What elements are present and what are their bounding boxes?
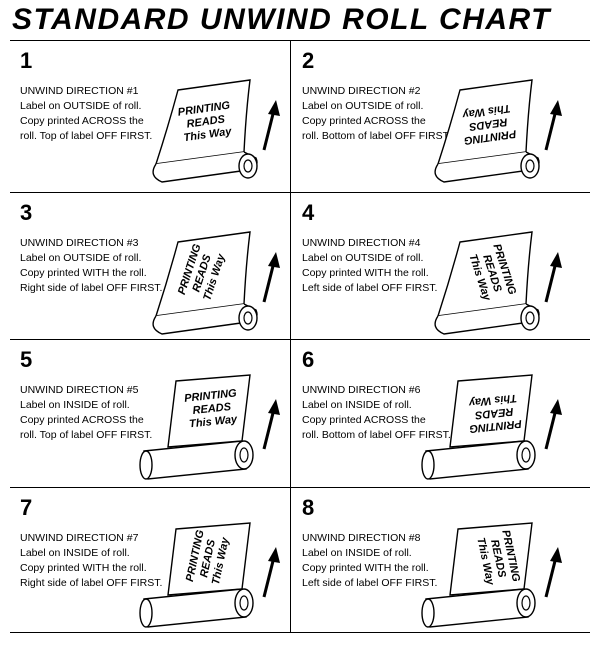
cell-description: UNWIND DIRECTION #5 Label on INSIDE of r… xyxy=(20,383,170,443)
cell-description: UNWIND DIRECTION #6 Label on INSIDE of r… xyxy=(302,383,452,443)
unwind-arrow-icon xyxy=(544,252,562,303)
roll-illustration-outside: PRINTING READS This Way xyxy=(152,79,280,183)
printing-text: PRINTING xyxy=(184,387,238,404)
unwind-arrow-icon xyxy=(262,399,280,450)
cell-first-line: roll. Top of label OFF FIRST. xyxy=(20,130,153,142)
grid-line xyxy=(10,192,590,193)
cell-description: UNWIND DIRECTION #4 Label on OUTSIDE of … xyxy=(302,236,452,296)
cell-heading: UNWIND DIRECTION #5 xyxy=(20,384,139,396)
grid-line xyxy=(10,339,590,340)
this-way-text: This Way xyxy=(467,392,517,409)
cell-number: 1 xyxy=(20,48,33,73)
cell-heading: UNWIND DIRECTION #2 xyxy=(302,85,421,97)
cell-heading: UNWIND DIRECTION #8 xyxy=(302,532,421,544)
grid-divider xyxy=(290,40,291,632)
roll-illustration-inside: PRINTING READS This Way xyxy=(139,522,280,628)
cell-copy-line: Copy printed WITH the roll. xyxy=(302,267,429,279)
unwind-cell-4: 4 UNWIND DIRECTION #4 Label on OUTSIDE o… xyxy=(292,194,572,340)
unwind-cell-7: 7 UNWIND DIRECTION #7 Label on INSIDE of… xyxy=(10,489,290,635)
cell-label-line: Label on INSIDE of roll. xyxy=(302,547,412,559)
cell-heading: UNWIND DIRECTION #6 xyxy=(302,384,421,396)
roll-illustration-inside: PRINTING READS This Way xyxy=(421,522,562,628)
roll-illustration-inside: PRINTING READS This Way xyxy=(139,374,280,480)
cell-copy-line: Copy printed ACROSS the xyxy=(302,414,426,426)
cell-heading: UNWIND DIRECTION #1 xyxy=(20,85,139,97)
cell-label-line: Label on OUTSIDE of roll. xyxy=(302,100,424,112)
cell-first-line: roll. Top of label OFF FIRST. xyxy=(20,429,153,441)
reads-text: READS xyxy=(186,113,226,130)
unwind-arrow-icon xyxy=(544,547,562,598)
reads-text: READS xyxy=(474,405,514,421)
unwind-arrow-icon xyxy=(262,547,280,598)
cell-label-line: Label on OUTSIDE of roll. xyxy=(20,252,142,264)
printing-text: PRINTING xyxy=(468,417,522,434)
unwind-cell-3: 3 UNWIND DIRECTION #3 Label on OUTSIDE o… xyxy=(10,194,290,340)
cell-first-line: Left side of label OFF FIRST. xyxy=(302,282,438,294)
cell-description: UNWIND DIRECTION #7 Label on INSIDE of r… xyxy=(20,531,170,591)
cell-description: UNWIND DIRECTION #8 Label on INSIDE of r… xyxy=(302,531,452,591)
cell-copy-line: Copy printed ACROSS the xyxy=(20,414,144,426)
cell-copy-line: Copy printed ACROSS the xyxy=(20,115,144,127)
roll-illustration-inside: PRINTING READS This Way xyxy=(421,374,562,480)
cell-label-line: Label on INSIDE of roll. xyxy=(302,399,412,411)
unwind-arrow-icon xyxy=(544,399,562,450)
cell-copy-line: Copy printed WITH the roll. xyxy=(20,267,147,279)
roll-illustration-outside: PRINTING READS This Way xyxy=(434,79,562,183)
cell-number: 5 xyxy=(20,347,33,372)
cell-label-line: Label on INSIDE of roll. xyxy=(20,547,130,559)
grid-line xyxy=(10,40,590,41)
cell-heading: UNWIND DIRECTION #7 xyxy=(20,532,139,544)
reads-text: READS xyxy=(192,401,232,417)
cell-label-line: Label on OUTSIDE of roll. xyxy=(20,100,142,112)
cell-copy-line: Copy printed WITH the roll. xyxy=(302,562,429,574)
unwind-cell-6: 6 UNWIND DIRECTION #6 Label on INSIDE of… xyxy=(292,341,572,487)
grid-line xyxy=(10,487,590,488)
reads-text: READS xyxy=(468,115,508,132)
cell-number: 2 xyxy=(302,48,315,73)
cell-number: 8 xyxy=(302,495,315,520)
unwind-cell-5: 5 UNWIND DIRECTION #5 Label on INSIDE of… xyxy=(10,341,290,487)
cell-copy-line: Copy printed WITH the roll. xyxy=(20,562,147,574)
unwind-cell-2: 2 UNWIND DIRECTION #2 Label on OUTSIDE o… xyxy=(292,42,572,188)
cell-first-line: Left side of label OFF FIRST. xyxy=(302,577,438,589)
cell-copy-line: Copy printed ACROSS the xyxy=(302,115,426,127)
roll-illustration-outside: PRINTING READS This Way xyxy=(152,231,280,335)
cell-first-line: Right side of label OFF FIRST. xyxy=(20,577,163,589)
cell-number: 3 xyxy=(20,200,33,225)
cell-first-line: Right side of label OFF FIRST. xyxy=(20,282,163,294)
cell-label-line: Label on INSIDE of roll. xyxy=(20,399,130,411)
grid-line xyxy=(10,632,590,633)
cell-number: 4 xyxy=(302,200,315,225)
page-title: STANDARD UNWIND ROLL CHART xyxy=(12,3,551,36)
roll-illustration-outside: PRINTING READS This Way xyxy=(434,231,562,335)
unwind-cell-8: 8 UNWIND DIRECTION #8 Label on INSIDE of… xyxy=(292,489,572,635)
cell-description: UNWIND DIRECTION #3 Label on OUTSIDE of … xyxy=(20,236,170,296)
cell-number: 6 xyxy=(302,347,315,372)
cell-heading: UNWIND DIRECTION #3 xyxy=(20,237,139,249)
unwind-arrow-icon xyxy=(262,100,280,151)
cell-heading: UNWIND DIRECTION #4 xyxy=(302,237,421,249)
this-way-text: This Way xyxy=(189,413,239,430)
cell-first-line: roll. Bottom of label OFF FIRST. xyxy=(302,429,451,441)
cell-number: 7 xyxy=(20,495,33,520)
cell-description: UNWIND DIRECTION #1 Label on OUTSIDE of … xyxy=(20,84,170,144)
cell-first-line: roll. Bottom of label OFF FIRST. xyxy=(302,130,451,142)
unwind-cell-1: 1 UNWIND DIRECTION #1 Label on OUTSIDE o… xyxy=(10,42,290,188)
unwind-arrow-icon xyxy=(262,252,280,303)
cell-description: UNWIND DIRECTION #2 Label on OUTSIDE of … xyxy=(302,84,452,144)
unwind-arrow-icon xyxy=(544,100,562,151)
cell-label-line: Label on OUTSIDE of roll. xyxy=(302,252,424,264)
